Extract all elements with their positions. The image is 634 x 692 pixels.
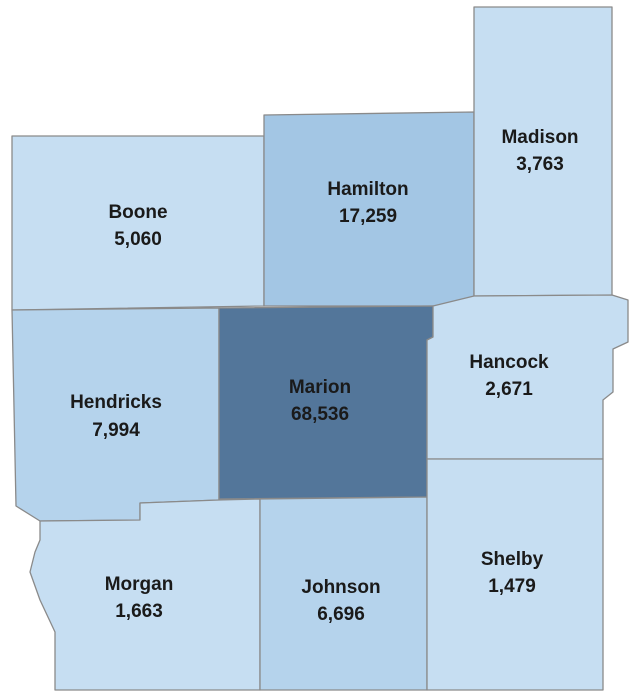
county-marion[interactable]: Marion 68,536: [218, 305, 434, 500]
county-hamilton-label: Hamilton: [327, 179, 408, 200]
county-marion-shape: [218, 305, 434, 500]
county-hendricks-value: 7,994: [92, 420, 140, 441]
county-shelby[interactable]: Shelby 1,479: [426, 458, 604, 691]
county-johnson-value: 6,696: [317, 604, 365, 625]
county-morgan[interactable]: Morgan 1,663: [29, 498, 261, 691]
county-shelby-label: Shelby: [481, 549, 544, 570]
county-morgan-shape: [29, 498, 261, 691]
county-madison-label: Madison: [501, 127, 578, 148]
county-boone-label: Boone: [108, 202, 167, 223]
county-marion-label: Marion: [289, 377, 351, 398]
county-boone[interactable]: Boone 5,060: [11, 135, 265, 311]
county-morgan-label: Morgan: [105, 574, 174, 595]
county-shelby-shape: [426, 458, 604, 691]
county-madison[interactable]: Madison 3,763: [473, 6, 613, 297]
county-madison-value: 3,763: [516, 154, 564, 175]
county-hendricks[interactable]: Hendricks 7,994: [11, 307, 220, 522]
county-hendricks-label: Hendricks: [70, 392, 162, 413]
county-marion-value: 68,536: [291, 404, 349, 425]
county-hendricks-shape: [11, 307, 220, 522]
county-hamilton-value: 17,259: [339, 206, 397, 227]
county-hancock-shape: [426, 294, 629, 460]
county-madison-shape: [473, 6, 613, 297]
county-shelby-value: 1,479: [488, 576, 536, 597]
county-hancock[interactable]: Hancock 2,671: [426, 294, 629, 460]
county-hancock-value: 2,671: [485, 379, 533, 400]
county-johnson[interactable]: Johnson 6,696: [259, 496, 428, 691]
county-boone-shape: [11, 135, 265, 311]
county-morgan-value: 1,663: [115, 601, 163, 622]
county-hancock-label: Hancock: [469, 352, 549, 373]
county-hamilton[interactable]: Hamilton 17,259: [263, 111, 475, 307]
county-johnson-label: Johnson: [301, 577, 380, 598]
county-boone-value: 5,060: [114, 229, 162, 250]
